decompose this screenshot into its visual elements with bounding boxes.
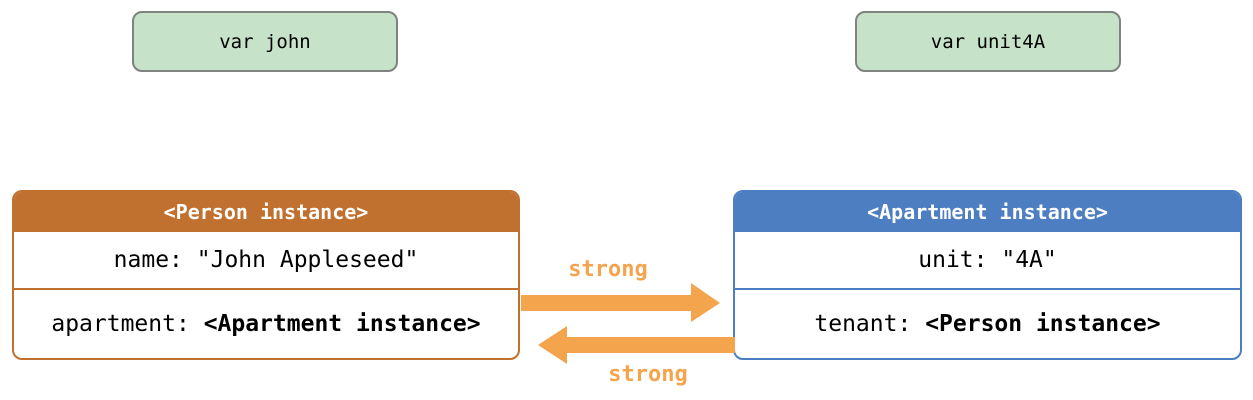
apartment-unit-value: "4A" bbox=[1001, 247, 1057, 273]
var-unit4a-box: var unit4A bbox=[855, 11, 1121, 72]
person-instance-box: <Person instance> name: "John Appleseed"… bbox=[12, 190, 520, 360]
person-apartment-value: <Apartment instance> bbox=[203, 311, 481, 337]
var-unit4a-label: var unit4A bbox=[930, 30, 1046, 53]
strong-label-apartment-to-person: strong bbox=[608, 362, 688, 387]
person-name-label: name: bbox=[113, 247, 183, 273]
apartment-unit-row: unit: "4A" bbox=[735, 232, 1240, 288]
apartment-instance-title: <Apartment instance> bbox=[735, 192, 1240, 232]
person-name-row: name: "John Appleseed" bbox=[14, 232, 518, 288]
person-apartment-row: apartment: <Apartment instance> bbox=[14, 288, 518, 358]
person-name-value: "John Appleseed" bbox=[196, 247, 419, 273]
person-apartment-label: apartment: bbox=[51, 311, 190, 337]
var-john-label: var john bbox=[219, 30, 311, 53]
apartment-unit-label: unit: bbox=[918, 247, 988, 273]
apartment-instance-box: <Apartment instance> unit: "4A" tenant: … bbox=[733, 190, 1242, 360]
apartment-tenant-row: tenant: <Person instance> bbox=[735, 288, 1240, 358]
strong-arrow-left-icon bbox=[538, 326, 735, 364]
apartment-tenant-value: <Person instance> bbox=[925, 311, 1161, 337]
strong-label-person-to-apartment: strong bbox=[568, 257, 648, 282]
apartment-tenant-label: tenant: bbox=[814, 311, 912, 337]
strong-arrow-right-icon bbox=[521, 283, 720, 322]
person-instance-title: <Person instance> bbox=[14, 192, 518, 232]
var-john-box: var john bbox=[132, 11, 398, 72]
